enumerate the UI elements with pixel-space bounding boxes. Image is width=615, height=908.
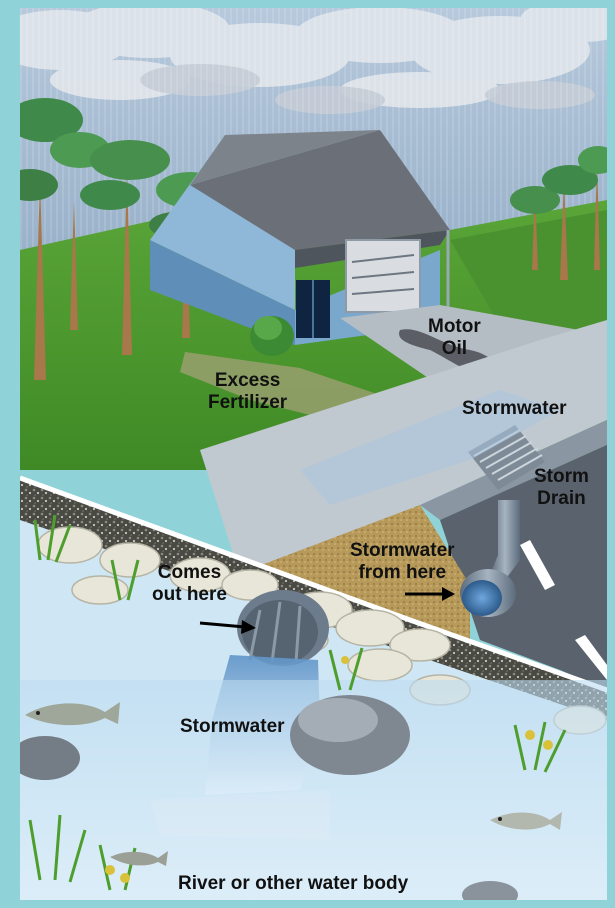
aquatic-plants [28,514,567,891]
label-excess-fertilizer: Excess Fertilizer [208,370,287,414]
label-motor-oil: Motor Oil [428,316,481,360]
pipe-opening [462,580,502,616]
label-motor-oil-line2: Oil [441,338,468,359]
label-comes-out-line2: out here [152,584,227,605]
label-stormwater-street: Stormwater [462,398,567,419]
label-comes-out-here: Comes out here [152,562,227,606]
label-river: River or other water body [178,873,409,894]
label-excess-fertilizer-line1: Excess [214,370,281,391]
label-stormwater-outfall: Stormwater [180,716,285,737]
label-storm-drain-line2: Drain [537,488,586,509]
drain-riser-pipe [490,500,520,580]
label-motor-oil-line1: Motor [428,316,481,337]
trees-right [510,146,607,280]
house [150,130,450,345]
arrow-into-drain [405,587,455,601]
label-comes-out-line1: Comes [157,562,222,583]
arrow-out-of-pipe [199,620,256,634]
label-stormwater-from-here: Stormwater from here [350,540,455,584]
label-excess-fertilizer-line2: Fertilizer [208,392,288,413]
roof [190,130,450,250]
label-stormwater-from-line2: from here [358,562,447,583]
fish [25,702,562,866]
label-stormwater-from-line1: Stormwater [350,540,455,561]
label-storm-drain: Storm Drain [534,466,589,510]
outfall-pipe [237,590,329,666]
street [440,445,607,690]
label-storm-drain-line1: Storm [534,466,589,487]
